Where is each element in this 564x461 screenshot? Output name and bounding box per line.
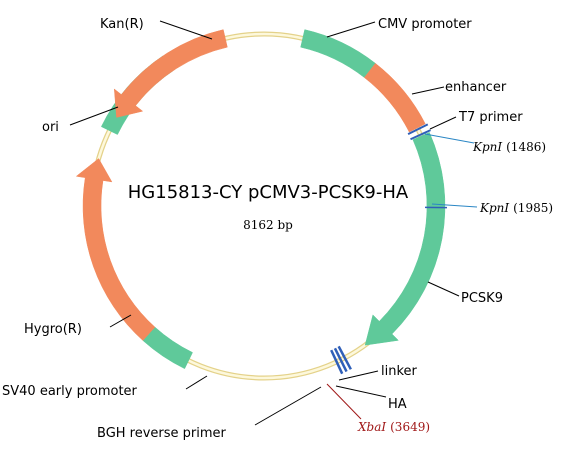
label-t7-primer: T7 primer xyxy=(458,110,523,125)
label-kpni-1486: KpnI (1486) xyxy=(472,140,546,154)
segment-kan-r xyxy=(113,29,228,118)
label-pcsk9: PCSK9 xyxy=(461,291,503,306)
site-leader-lines xyxy=(326,133,478,420)
mark-kpni-1486 xyxy=(410,129,431,141)
leader-sv40 xyxy=(185,375,208,390)
plasmid-title: HG15813-CY pCMV3-PCSK9-HA xyxy=(128,182,409,203)
leader-kpni-1486 xyxy=(424,133,475,144)
segment-cmv-promoter xyxy=(300,29,376,78)
leader-xbai-3649 xyxy=(326,383,362,420)
site-enzyme-xbai-3649: XbaI xyxy=(357,420,386,434)
segment-pcsk9 xyxy=(364,132,446,346)
leader-bgh xyxy=(254,386,322,426)
label-bgh-reverse-primer: BGH reverse primer xyxy=(97,426,227,441)
mark-ha xyxy=(333,347,348,373)
site-marks xyxy=(330,123,447,375)
label-ori: ori xyxy=(42,120,59,135)
site-position-kpni-1985: (1985) xyxy=(513,201,553,215)
segment-hygro-r xyxy=(75,158,156,341)
label-hygro-r: Hygro(R) xyxy=(24,322,82,337)
plasmid-size: 8162 bp xyxy=(243,218,293,232)
site-enzyme-kpni-1985: KpnI xyxy=(479,201,509,215)
label-xbai-3649: XbaI (3649) xyxy=(357,420,430,434)
leader-linker xyxy=(338,370,379,381)
leader-kan-r xyxy=(159,20,213,40)
leader-lines xyxy=(69,20,460,426)
label-ha: HA xyxy=(388,397,407,412)
mark-xbai-3649 xyxy=(330,349,344,375)
label-enhancer: enhancer xyxy=(445,80,507,95)
leader-t7-primer xyxy=(429,116,457,130)
site-position-xbai-3649: (3649) xyxy=(390,420,430,434)
leader-enhancer xyxy=(411,86,445,95)
leader-hygro-r xyxy=(109,314,132,328)
mark-t7-primer xyxy=(407,123,429,136)
leader-kpni-1985 xyxy=(431,203,478,208)
label-kpni-1985: KpnI (1985) xyxy=(479,201,553,215)
leader-pcsk9 xyxy=(427,281,460,297)
leader-ori xyxy=(69,106,119,126)
label-cmv-promoter: CMV promoter xyxy=(378,17,472,32)
site-position-kpni-1486: (1486) xyxy=(506,140,546,154)
segment-enhancer xyxy=(364,63,426,133)
site-enzyme-kpni-1486: KpnI xyxy=(472,140,502,154)
leader-ha xyxy=(335,385,387,398)
leader-cmv-promoter xyxy=(326,21,376,38)
mark-linker xyxy=(337,345,352,370)
label-linker: linker xyxy=(381,364,418,379)
segment-sv40-early-promoter xyxy=(142,326,193,370)
feature-segments xyxy=(75,29,446,370)
label-sv40-early-promoter: SV40 early promoter xyxy=(2,384,138,399)
label-kan-r: Kan(R) xyxy=(100,17,144,32)
